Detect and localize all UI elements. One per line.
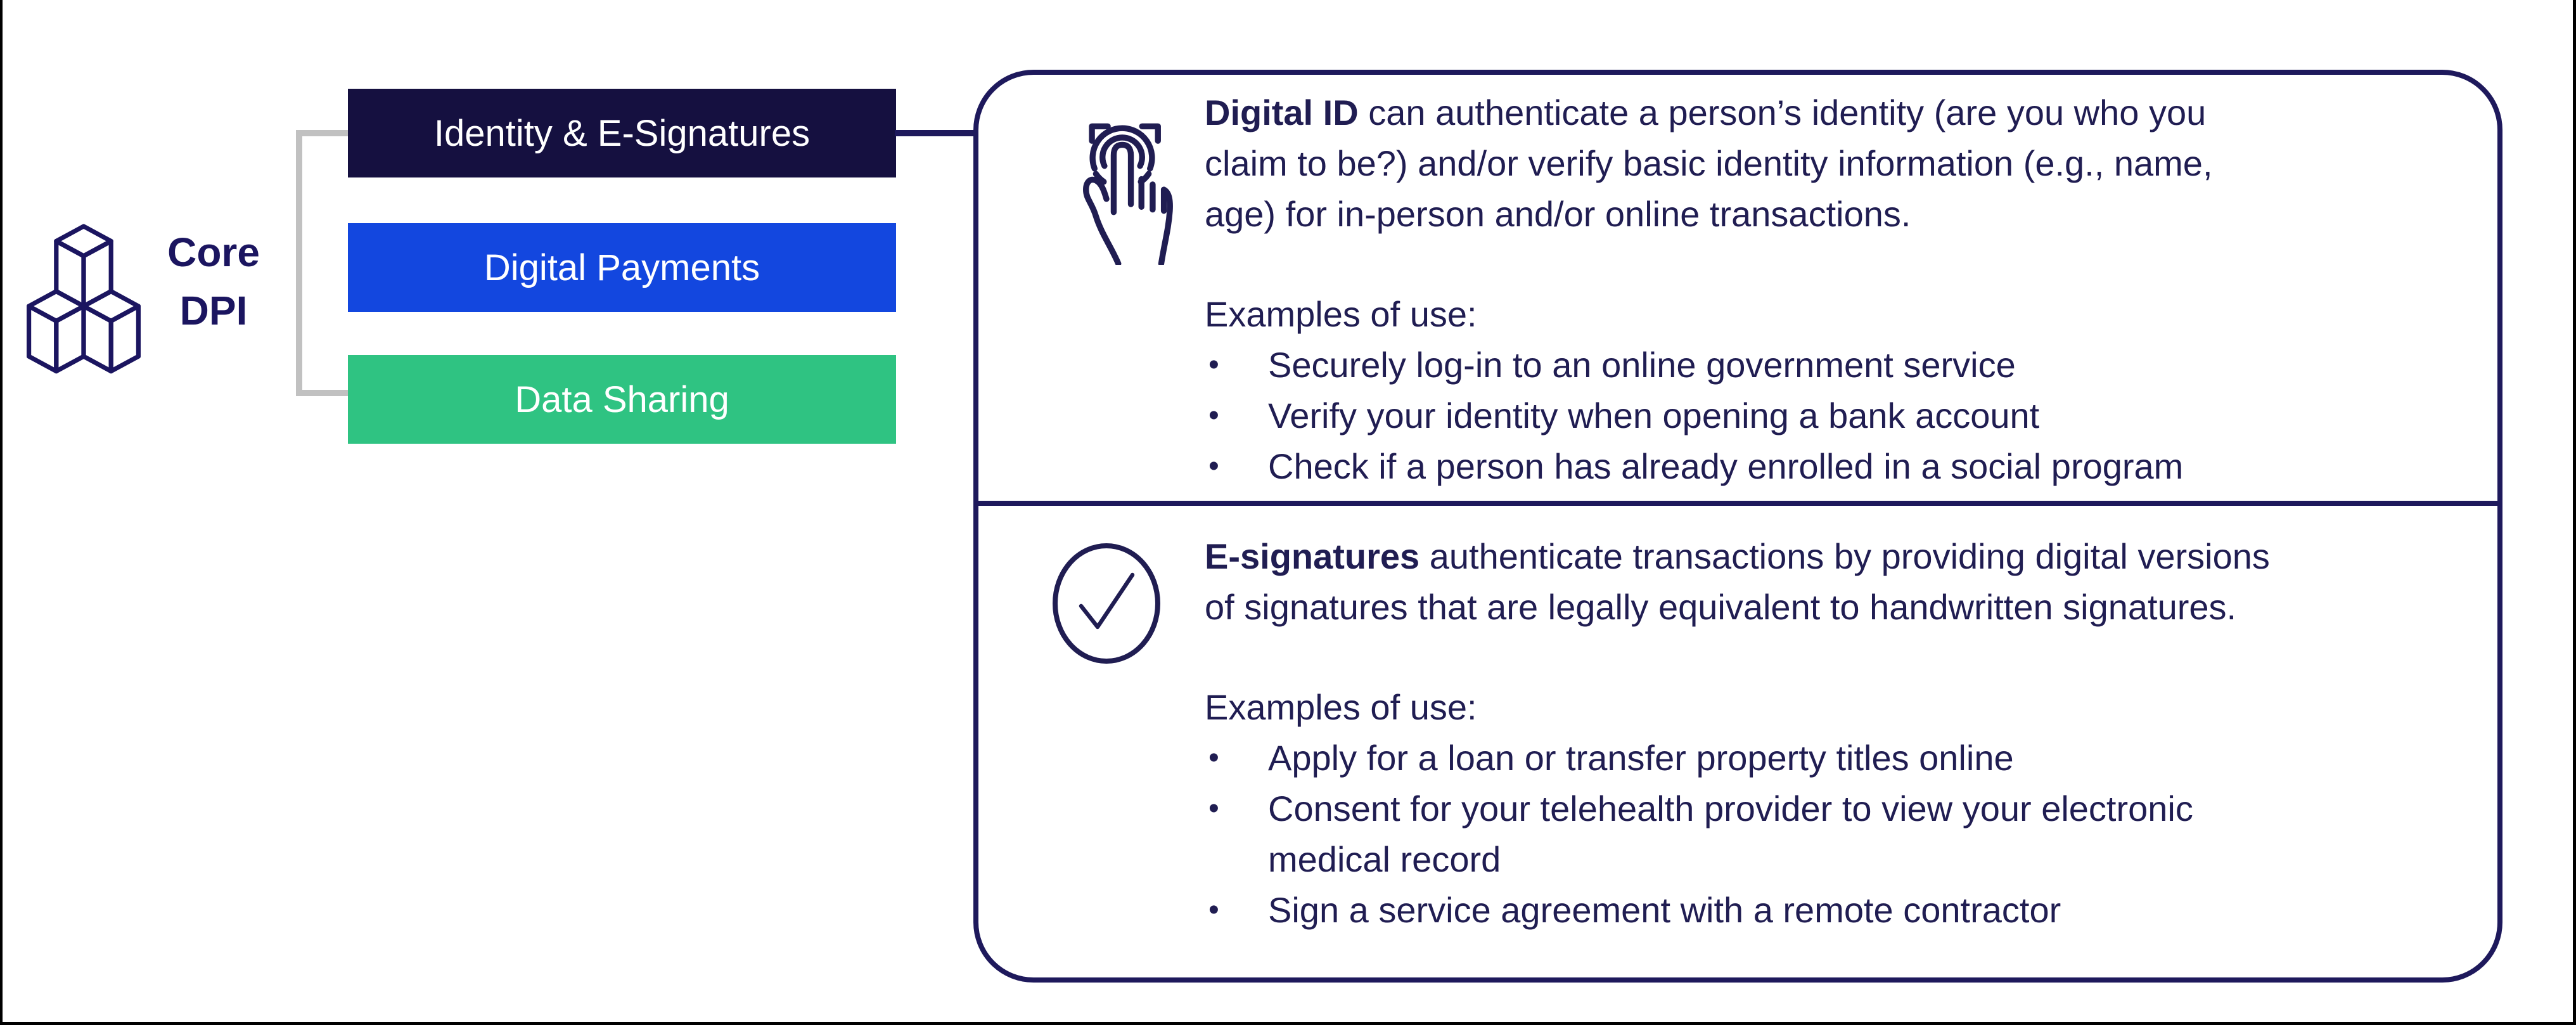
bullet-icon: • bbox=[1208, 399, 1219, 432]
section-digital-id: Digital ID can authenticate a person’s i… bbox=[978, 75, 2497, 501]
list-item: • Sign a service agreement with a remote… bbox=[1205, 885, 2459, 936]
bracket-top-stub bbox=[296, 130, 349, 136]
digital-id-bullets: • Securely log-in to an online governmen… bbox=[1205, 340, 2459, 492]
section-divider bbox=[978, 501, 2497, 506]
core-dpi-label: Core DPI bbox=[147, 223, 280, 340]
box-digital-payments-label: Digital Payments bbox=[484, 247, 760, 288]
list-item: • Verify your identity when opening a ba… bbox=[1205, 390, 2459, 441]
esignatures-paragraph: E-signatures authenticate transactions b… bbox=[1205, 531, 2459, 633]
core-dpi-label-line1: Core bbox=[167, 229, 260, 275]
list-item: • Consent for your telehealth provider t… bbox=[1205, 783, 2459, 885]
box-data-sharing: Data Sharing bbox=[348, 355, 896, 444]
bullet-icon: • bbox=[1208, 893, 1219, 927]
connector-line bbox=[895, 130, 976, 136]
check-circle-icon bbox=[1053, 543, 1160, 664]
cubes-icon bbox=[27, 224, 141, 374]
list-item: • Check if a person has already enrolled… bbox=[1205, 441, 2459, 492]
box-digital-payments: Digital Payments bbox=[348, 223, 896, 312]
digital-id-term: Digital ID bbox=[1205, 93, 1359, 132]
box-identity-esignatures: Identity & E-Signatures bbox=[348, 89, 896, 177]
bullet-icon: • bbox=[1208, 348, 1219, 382]
box-identity-esignatures-label: Identity & E-Signatures bbox=[433, 112, 811, 154]
digital-id-line3: age) for in-person and/or online transac… bbox=[1205, 194, 1911, 234]
core-dpi-label-line2: DPI bbox=[179, 288, 248, 333]
bullet-icon: • bbox=[1208, 792, 1219, 825]
list-item: • Apply for a loan or transfer property … bbox=[1205, 733, 2459, 783]
list-item: • Securely log-in to an online governmen… bbox=[1205, 340, 2459, 390]
examples-heading: Examples of use: bbox=[1205, 687, 1477, 727]
section-esignatures: E-signatures authenticate transactions b… bbox=[978, 506, 2497, 936]
bracket-vertical-line bbox=[296, 130, 302, 396]
digital-id-paragraph: Digital ID can authenticate a person’s i… bbox=[1205, 87, 2459, 240]
digital-id-line1: can authenticate a person’s identity (ar… bbox=[1358, 93, 2207, 132]
examples-heading: Examples of use: bbox=[1205, 294, 1477, 334]
detail-panel: Digital ID can authenticate a person’s i… bbox=[973, 70, 2502, 983]
fingerprint-touch-icon bbox=[1083, 123, 1173, 265]
bullet-icon: • bbox=[1208, 449, 1219, 483]
esignatures-line1: authenticate transactions by providing d… bbox=[1419, 536, 2270, 576]
bracket-bottom-stub bbox=[296, 390, 353, 396]
esignatures-term: E-signatures bbox=[1205, 536, 1420, 576]
box-data-sharing-label: Data Sharing bbox=[515, 378, 729, 420]
bullet-icon: • bbox=[1208, 741, 1219, 775]
esignatures-line2: of signatures that are legally equivalen… bbox=[1205, 587, 2237, 627]
digital-id-line2: claim to be?) and/or verify basic identi… bbox=[1205, 143, 2213, 183]
esignatures-bullets: • Apply for a loan or transfer property … bbox=[1205, 733, 2459, 936]
